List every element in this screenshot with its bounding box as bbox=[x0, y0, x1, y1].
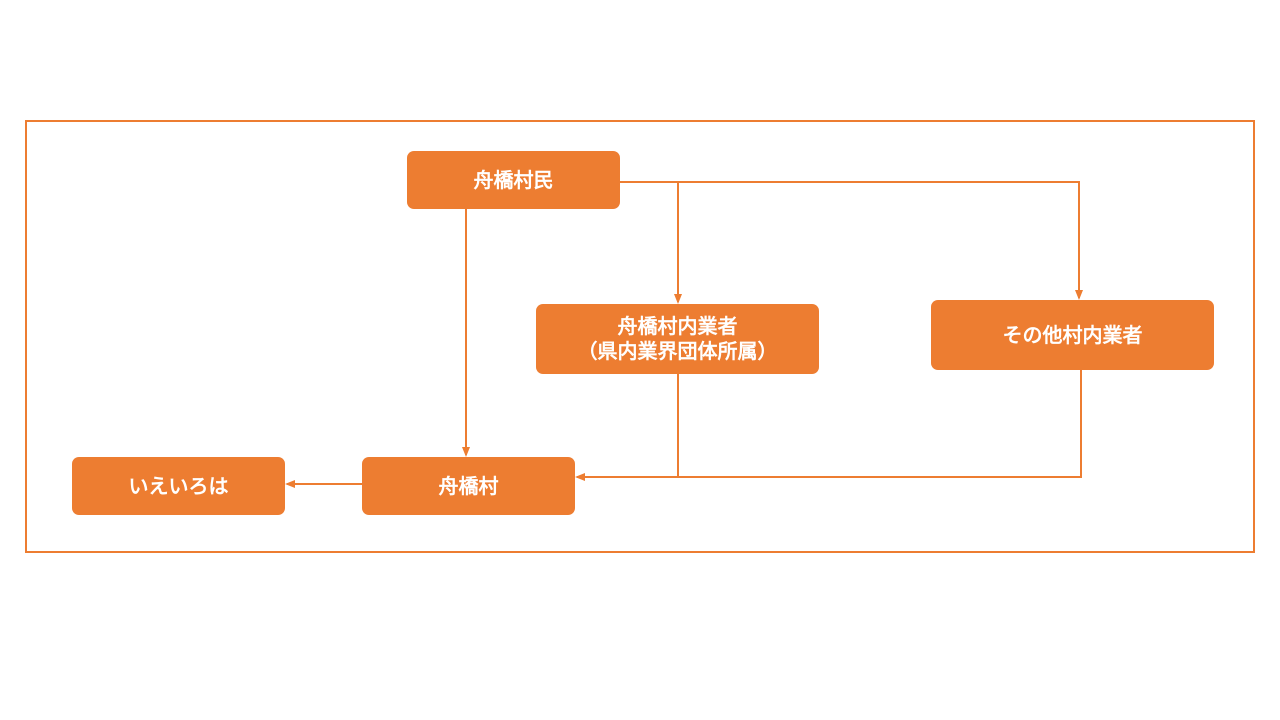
node-local-businesses: 舟橋村内業者 （県内業界団体所属） bbox=[536, 304, 819, 374]
diagram-frame bbox=[25, 120, 1255, 553]
node-funahashi-village: 舟橋村 bbox=[362, 457, 575, 515]
edge-villagers-to-local-businesses bbox=[620, 181, 682, 304]
node-label-line1: 舟橋村内業者 bbox=[617, 314, 738, 338]
edge-villagers-to-other-businesses bbox=[678, 181, 1083, 300]
edge-other-businesses-to-village bbox=[575, 370, 1082, 481]
node-label-line2: （県内業界団体所属） bbox=[577, 339, 778, 363]
node-ieiroha: いえいろは bbox=[72, 457, 285, 515]
node-label: いえいろは bbox=[128, 473, 229, 498]
node-label: 舟橋村 bbox=[438, 473, 499, 498]
node-funahashi-villagers: 舟橋村民 bbox=[407, 151, 620, 209]
node-label: その他村内業者 bbox=[1002, 322, 1143, 347]
node-other-businesses: その他村内業者 bbox=[931, 300, 1214, 370]
node-label: 舟橋村民 bbox=[473, 167, 554, 192]
